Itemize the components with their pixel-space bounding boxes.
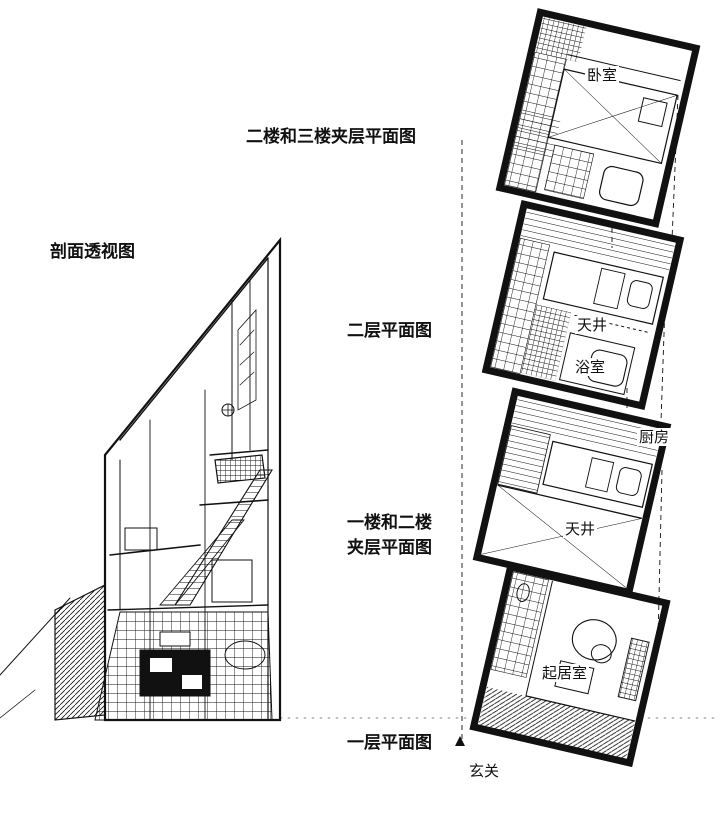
room-courtyard-1f: 天井	[563, 520, 598, 538]
plan-upper-mezzanine-title: 二楼和三楼夹层平面图	[246, 127, 416, 147]
plan-1f-mezzanine	[472, 387, 672, 597]
room-living: 起居室	[540, 664, 590, 682]
projection-lines	[461, 94, 679, 740]
entrance-arrow	[455, 736, 465, 746]
plan-upper-mezzanine	[495, 8, 701, 228]
plan-2f	[481, 199, 685, 411]
room-kitchen: 厨房	[637, 428, 672, 446]
section-perspective	[0, 236, 720, 722]
plan-1f-mezzanine-title-line2: 夹层平面图	[347, 538, 432, 558]
plan-2f-title: 二层平面图	[347, 321, 432, 341]
room-entrance: 玄关	[467, 762, 502, 780]
section-perspective-title: 剖面透视图	[50, 242, 135, 262]
room-bedroom: 卧室	[585, 66, 620, 84]
plan-1f-mezzanine-title-line1: 一楼和二楼	[347, 513, 432, 533]
room-courtyard-2f: 天井	[575, 316, 610, 334]
room-bath: 浴室	[573, 358, 608, 376]
plan-1f-title: 一层平面图	[347, 733, 432, 753]
